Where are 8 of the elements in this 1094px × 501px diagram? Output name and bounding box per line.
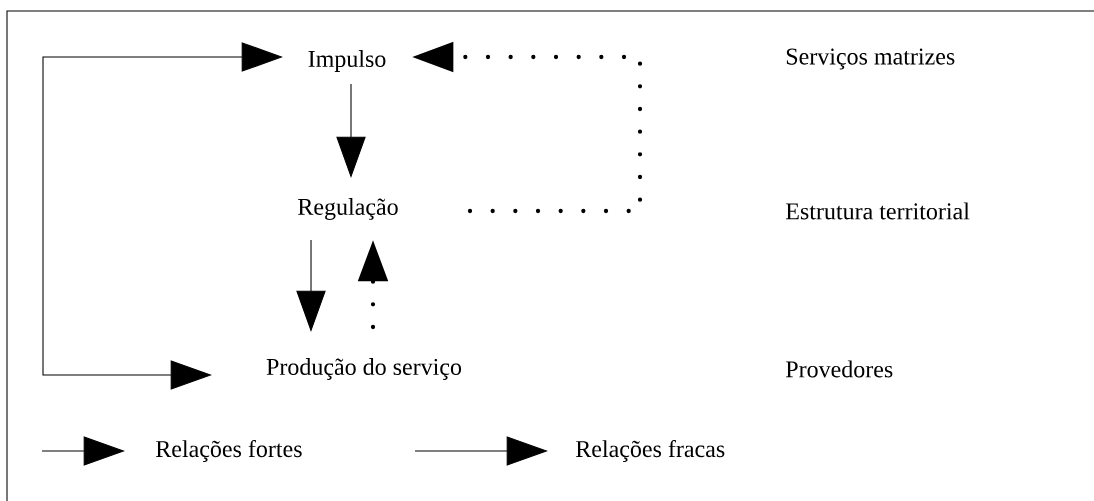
node-text: Regulação: [298, 198, 398, 220]
level-label: Serviços matrizes: [786, 48, 955, 70]
level-label: Estrutura territorial: [785, 202, 970, 220]
node-text: Produção do serviço: [266, 358, 462, 380]
level-label: Provedores: [785, 360, 893, 378]
legend-text: Relações fortes: [155, 440, 302, 462]
legend-text: Relações fracas: [575, 440, 725, 462]
node-text: Impulso: [308, 50, 386, 72]
